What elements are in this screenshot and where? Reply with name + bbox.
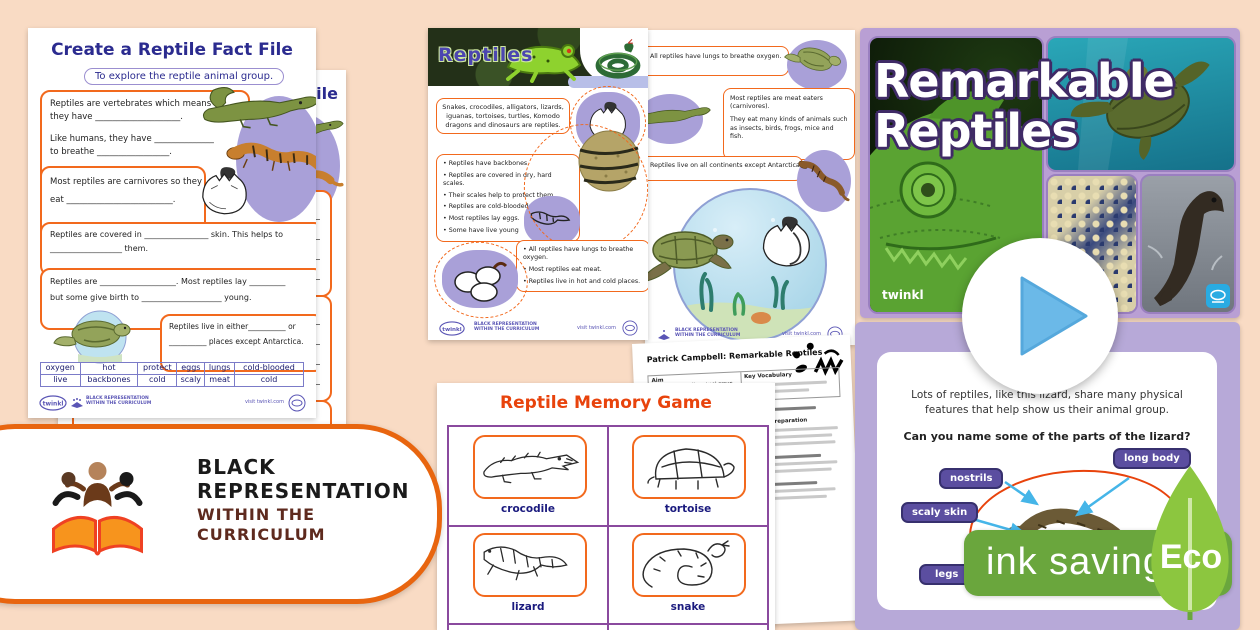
play-icon: [1020, 276, 1088, 356]
intro-box: Snakes, crocodiles, alligators, lizards,…: [436, 98, 570, 135]
chameleon-photo: twinkl: [868, 36, 1044, 314]
crocodile-illustration: [645, 107, 711, 125]
memory-card-snake: [632, 533, 746, 597]
black-representation-mini-logo: [71, 398, 83, 408]
grid-line-horizontal: [449, 525, 767, 527]
grid-line-horizontal: [449, 623, 767, 625]
svg-text:twinkl: twinkl: [442, 327, 461, 333]
fact-box-skin: Reptiles are covered in ________________…: [40, 222, 316, 276]
snake-line-drawing: [642, 540, 730, 588]
fact-box-meat-eaters: Most reptiles are meat eaters (carnivore…: [723, 88, 855, 160]
crocodile-illustration: [202, 87, 316, 129]
lizard-line-drawing: [483, 546, 568, 581]
lizard-illustration: [226, 142, 316, 171]
coiled-snake-illustration: [595, 39, 641, 79]
sheet-title: Reptiles: [438, 44, 534, 66]
visit-link: visit twinkl.com: [781, 331, 821, 337]
ink-saving-label: ink saving: [986, 541, 1165, 583]
twinkl-logo: twinkl: [39, 395, 67, 411]
video-play-button[interactable]: [962, 238, 1118, 394]
label-nostrils: nostrils: [939, 468, 1004, 489]
vocab-label: Key Vocabulary: [743, 372, 792, 381]
svg-text:twinkl: twinkl: [43, 401, 64, 408]
lesson-right-column: Preparation: [762, 400, 855, 615]
turtle-photo: [1046, 36, 1236, 172]
label-scaly-skin: scaly skin: [901, 502, 979, 523]
crocodile-line-drawing: [483, 451, 580, 484]
sea-turtle-photo-illustration: [1070, 38, 1210, 170]
memory-card-crocodile: [473, 435, 587, 499]
memory-card-tortoise: [632, 435, 746, 499]
fact-box-lungs: All reptiles have lungs to breathe oxyge…: [645, 46, 789, 76]
twinkl-badge: [622, 320, 638, 336]
memory-card-label: tortoise: [664, 503, 712, 515]
memory-card-lizard: [473, 533, 587, 597]
twinkl-badge: [288, 394, 306, 412]
scales-photo-circle: [578, 130, 640, 192]
remarkable-reptiles-cover: twinkl: [860, 28, 1240, 318]
sea-turtle-illustration: [784, 47, 841, 71]
memory-grid: crocodile tortoise: [447, 425, 769, 630]
slide-question: Can you name some of the parts of the li…: [903, 430, 1191, 443]
memory-game-sheet: Reptile Memory Game crocodile: [437, 383, 775, 630]
sea-turtle-illustration: [53, 310, 131, 364]
fact-file-sheet-1: Create a Reptile Fact File To explore th…: [28, 28, 316, 418]
visit-link: visit twinkl.com: [576, 325, 616, 331]
crocodile-photo: [1140, 174, 1236, 314]
twinkl-logo: twinkl: [882, 288, 924, 302]
crocodile-photo-illustration: [1147, 191, 1224, 306]
lizard-sketch: [530, 211, 571, 225]
purple-blob: [524, 196, 580, 246]
black-representation-logo: [52, 462, 143, 556]
cover-title-line-2: Reptiles: [874, 104, 1079, 158]
grid-line-vertical: [607, 427, 609, 630]
memory-card-label: lizard: [511, 601, 545, 613]
eco-leaf-icon: [1151, 466, 1229, 620]
lizard-illustration: [798, 160, 850, 202]
reptiles-info-sheet: Reptiles Snakes, crocodiles, alligators,…: [428, 28, 648, 340]
tortoise-line-drawing: [647, 448, 735, 490]
facts-box-2: All reptiles have lungs to breathe oxyge…: [516, 240, 648, 293]
page-title: Create a Reptile Fact File: [51, 40, 293, 60]
fact-box-continents: Reptiles live on all continents except A…: [645, 156, 803, 181]
hatching-egg-illustration: [202, 167, 247, 215]
label-legs: legs: [919, 564, 975, 585]
memory-card-label: crocodile: [501, 503, 555, 515]
reptile-eggs-illustration: [454, 261, 508, 302]
visit-link: visit twinkl.com: [244, 399, 284, 405]
cover-title-line-1: Remarkable: [874, 54, 1175, 108]
twinkl-badge: [1206, 284, 1230, 308]
label-long-body: long body: [1113, 448, 1191, 469]
twinkl-logo: twinkl: [439, 321, 465, 336]
black-representation-banner: BLACK REPRESENTATION WITHIN THE CURRICUL…: [0, 424, 442, 604]
black-representation-mini-logo: [658, 330, 670, 340]
preparation-label: Preparation: [770, 417, 808, 426]
tree-frog-illustration: [506, 44, 582, 83]
wave-strip: [568, 76, 648, 88]
scribble-doodle: [793, 342, 844, 376]
hatching-egg-illustration: [762, 216, 810, 267]
learning-objective: To explore the reptile animal group.: [84, 68, 285, 85]
memory-game-title: Reptile Memory Game: [500, 393, 712, 413]
slide-paragraph: Lots of reptiles, like this lizard, shar…: [911, 389, 1183, 416]
memory-card-label: snake: [670, 601, 706, 613]
sea-turtle-illustration: [645, 231, 734, 282]
lesson-plan-sheet: Patrick Campbell: Remarkable Reptiles Ai…: [632, 334, 863, 630]
eco-badge-label: Eco: [1159, 538, 1223, 576]
black-representation-text: BLACK REPRESENTATION WITHIN THE CURRICUL…: [197, 455, 410, 544]
reptile-facts-sheet-2: All reptiles have lungs to breathe oxyge…: [645, 30, 855, 345]
